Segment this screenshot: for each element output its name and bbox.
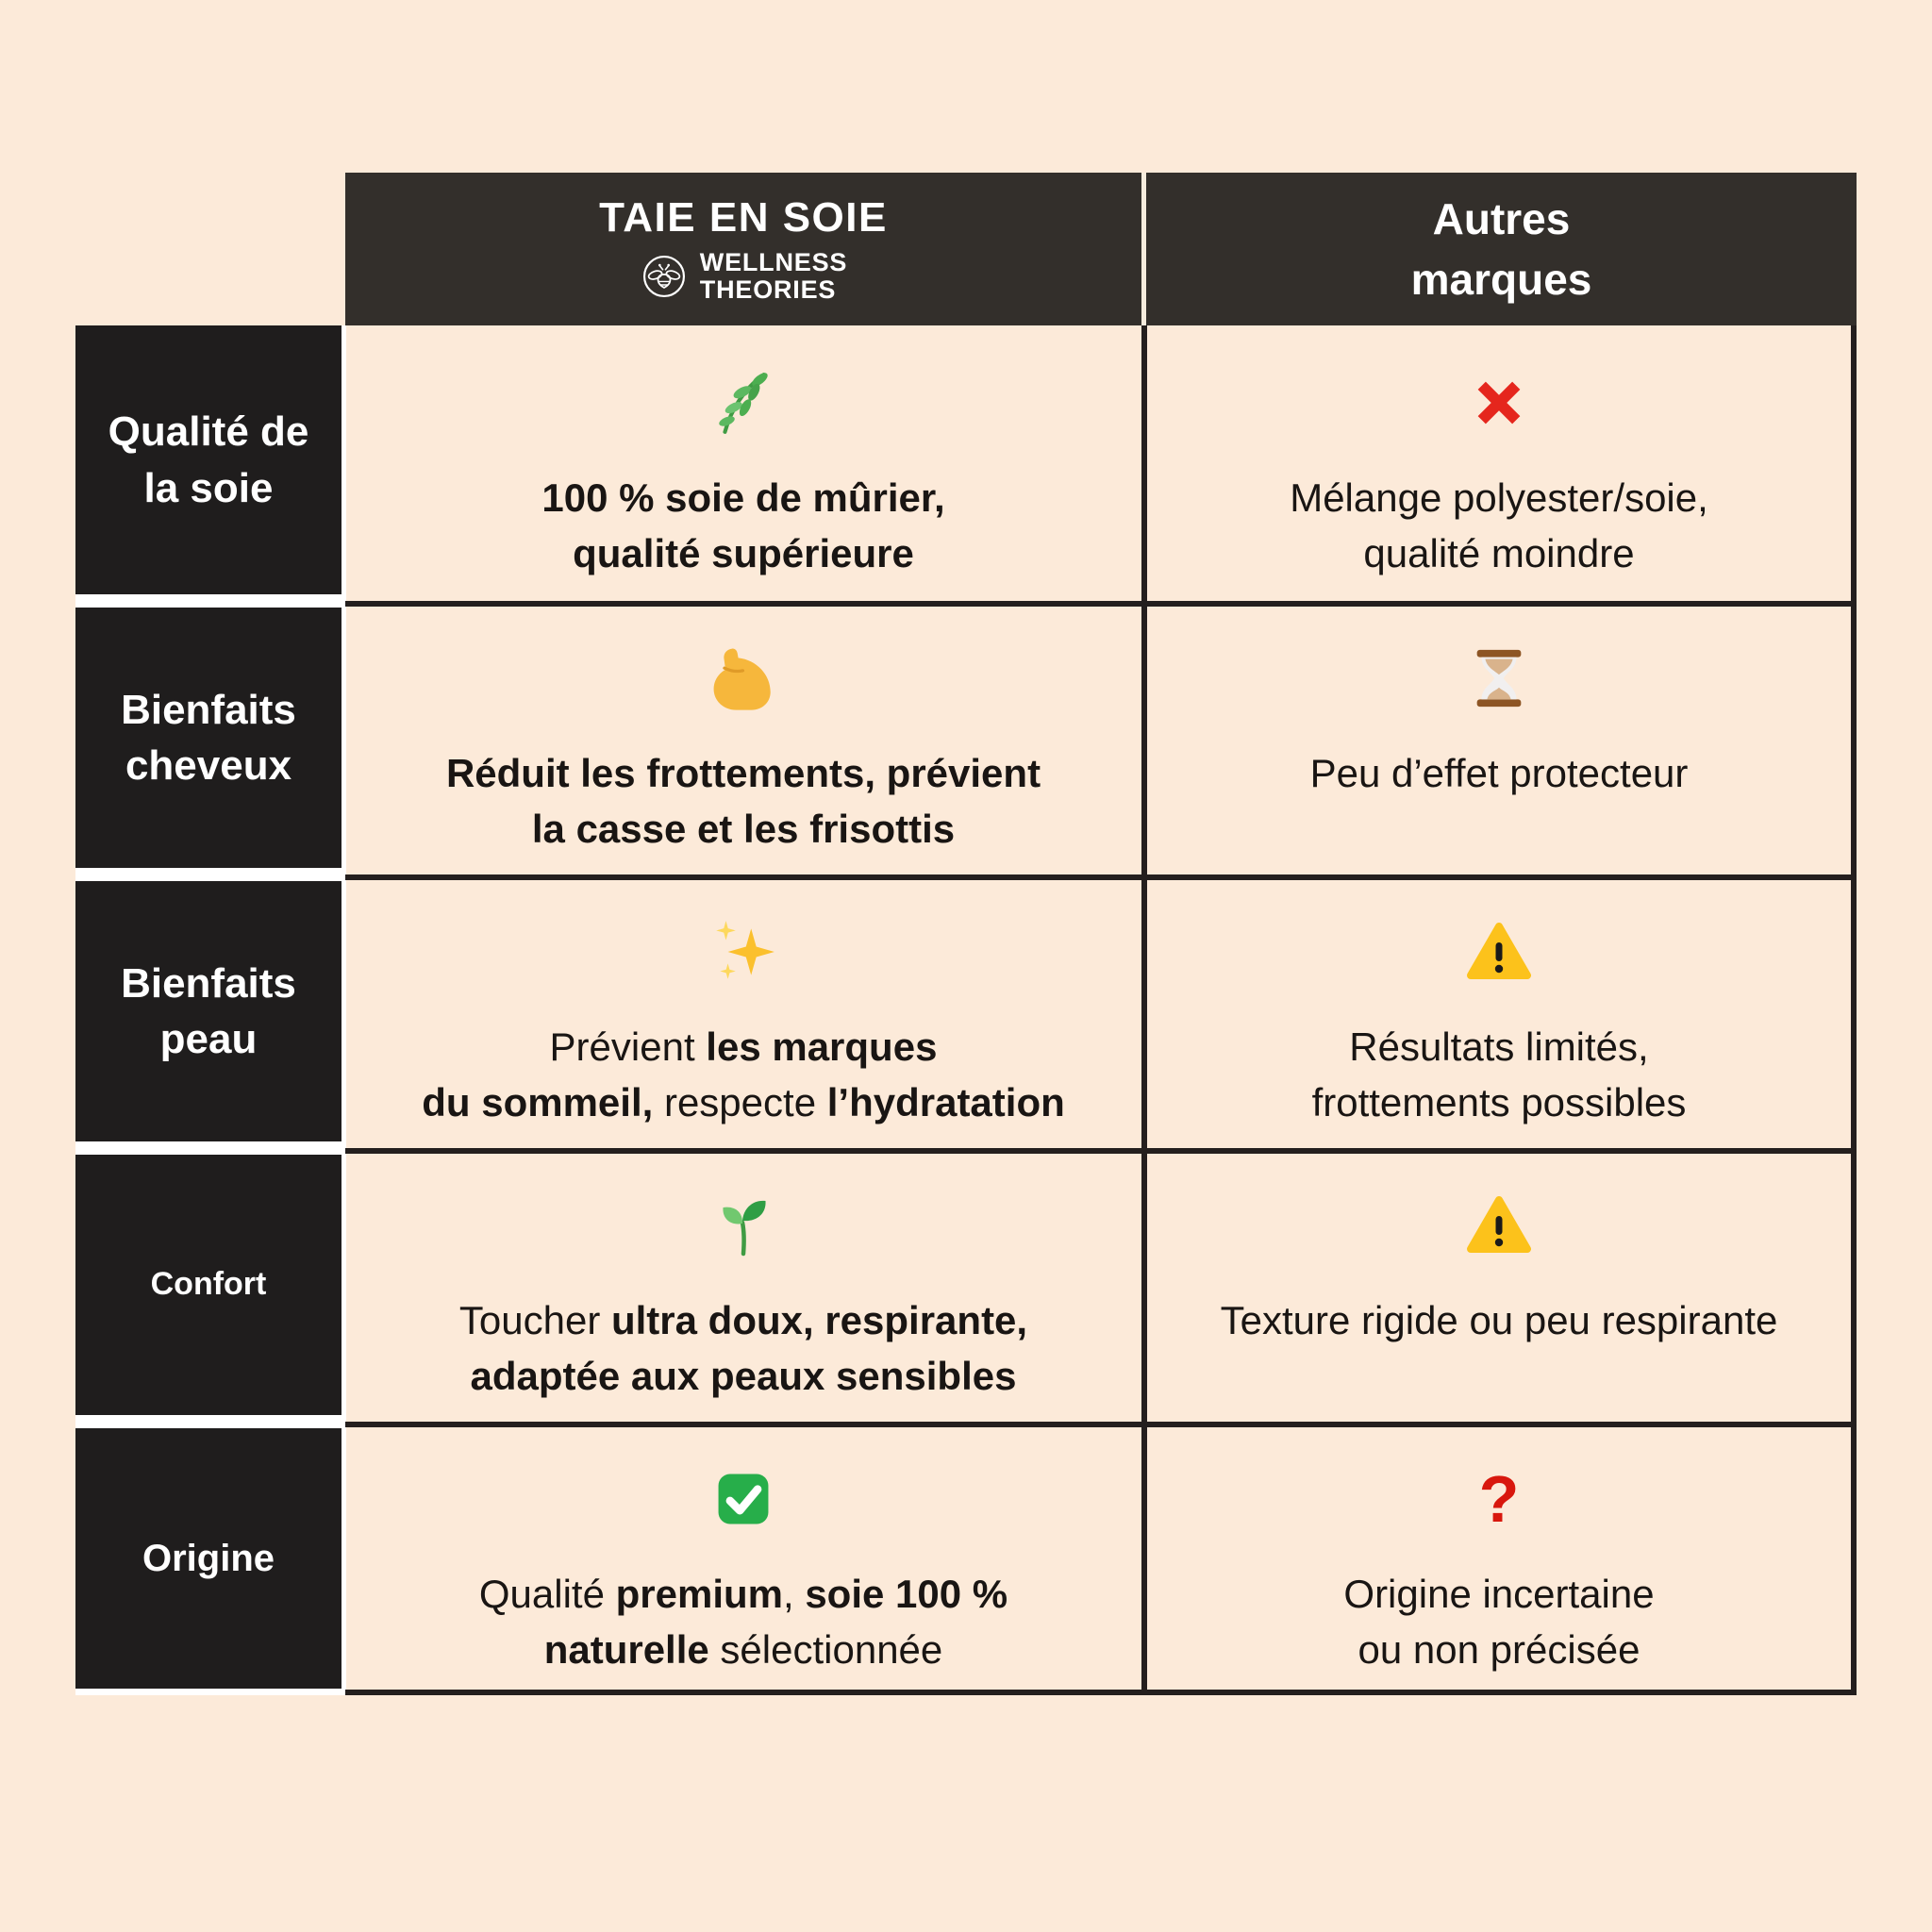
cell-text: Peu d’effet protecteur bbox=[1309, 751, 1689, 795]
brand-logo-line1: WELLNESS bbox=[699, 247, 848, 276]
cell-hair-benefits-brand: Réduit les frottements, prévient la cass… bbox=[345, 607, 1141, 874]
bee-logo-icon bbox=[640, 252, 689, 301]
grid-line-bottom-border bbox=[345, 1690, 1857, 1695]
hourglass-icon bbox=[1466, 641, 1532, 716]
row-label-comfort: Confort bbox=[75, 1155, 341, 1415]
row-label-origin: Origine bbox=[75, 1428, 341, 1689]
grid-line-right-border bbox=[1851, 325, 1857, 1695]
cell-text: Résultats limités, frottements possibles bbox=[1311, 1024, 1687, 1124]
question-mark-icon: ? bbox=[1478, 1462, 1520, 1536]
cell-text: Qualité premium, soie 100 % naturelle sé… bbox=[478, 1572, 1008, 1672]
cell-text: Prévient les marques du sommeil, respect… bbox=[422, 1024, 1065, 1124]
row-label-skin-benefits: Bienfaits peau bbox=[75, 881, 341, 1141]
grid-line-vertical-separator bbox=[1141, 325, 1147, 1695]
competitor-header: Autres marques bbox=[1146, 173, 1857, 325]
cross-mark-icon bbox=[1466, 365, 1532, 441]
brand-header: TAIE EN SOIE WELLNESS THEORIES bbox=[345, 173, 1141, 325]
brand-header-title: TAIE EN SOIE bbox=[599, 193, 888, 241]
cell-origin-other: ? Origine incertaine ou non précisée bbox=[1147, 1427, 1851, 1690]
grid-line-horizontal-3 bbox=[345, 1148, 1857, 1154]
grid-line-horizontal-2 bbox=[345, 874, 1857, 880]
brand-logo-text: WELLNESS THEORIES bbox=[699, 247, 848, 304]
competitor-header-title: Autres marques bbox=[1410, 193, 1592, 304]
cell-hair-benefits-other: Peu d’effet protecteur bbox=[1147, 607, 1851, 874]
cell-text: 100 % soie de mûrier, qualité supérieure bbox=[541, 475, 945, 575]
grid-line-horizontal-4 bbox=[345, 1422, 1857, 1427]
cell-skin-benefits-brand: Prévient les marques du sommeil, respect… bbox=[345, 880, 1141, 1148]
row-label-silk-quality: Qualité de la soie bbox=[75, 325, 341, 594]
cell-text: Origine incertaine ou non précisée bbox=[1343, 1572, 1655, 1672]
warning-icon bbox=[1465, 914, 1533, 990]
cell-silk-quality-other: Mélange polyester/soie, qualité moindre bbox=[1147, 331, 1851, 601]
cell-origin-brand: Qualité premium, soie 100 % naturelle sé… bbox=[345, 1427, 1141, 1690]
brand-logo: WELLNESS THEORIES bbox=[640, 247, 848, 304]
cell-skin-benefits-other: Résultats limités, frottements possibles bbox=[1147, 880, 1851, 1148]
sparkles-icon bbox=[708, 914, 778, 990]
cell-comfort-other: Texture rigide ou peu respirante bbox=[1147, 1154, 1851, 1422]
check-mark-icon bbox=[711, 1461, 775, 1537]
cell-text: Mélange polyester/soie, qualité moindre bbox=[1290, 475, 1708, 575]
cell-comfort-brand: Toucher ultra doux, respirante, adaptée … bbox=[345, 1154, 1141, 1422]
seedling-icon bbox=[709, 1188, 777, 1263]
cell-text: Toucher ultra doux, respirante, adaptée … bbox=[458, 1298, 1028, 1398]
herb-icon bbox=[708, 365, 778, 441]
flexed-biceps-icon bbox=[707, 641, 780, 716]
warning-icon bbox=[1465, 1188, 1533, 1263]
brand-logo-line2: THEORIES bbox=[699, 275, 837, 304]
header-column-separator bbox=[1141, 173, 1146, 325]
cell-text: Texture rigide ou peu respirante bbox=[1220, 1298, 1778, 1342]
cell-silk-quality-brand: 100 % soie de mûrier, qualité supérieure bbox=[345, 331, 1141, 601]
grid-line-horizontal-1 bbox=[345, 601, 1857, 607]
cell-text: Réduit les frottements, prévient la cass… bbox=[445, 751, 1041, 851]
row-label-hair-benefits: Bienfaits cheveux bbox=[75, 608, 341, 868]
